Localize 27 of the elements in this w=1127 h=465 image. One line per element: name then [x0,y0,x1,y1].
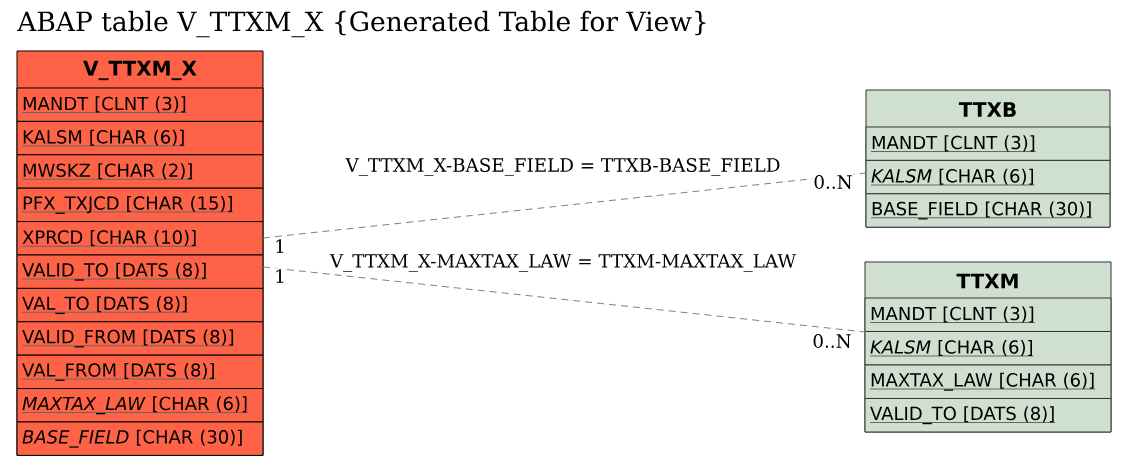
title: ABAP table V_TTXM_X {Generated Table for View} [17,10,706,38]
table-row: BASE_FIELD [CHAR (30)] [865,193,1111,228]
table-row: MANDT [CLNT (3)] [865,126,1111,161]
table-row: MANDT [CLNT (3)] [864,297,1112,332]
cardinality-label: 1 [273,268,287,284]
table-row: KALSM [CHAR (6)] [16,120,264,156]
table-row: VAL_TO [DATS (8)] [16,287,264,323]
table-row: XPRCD [CHAR (10)] [16,221,264,256]
table-row: VALID_TO [DATS (8)] [864,398,1112,433]
table-row: MAXTAX_LAW [CHAR (6)] [16,388,264,423]
edge-label: V_TTXM_X-MAXTAX_LAW = TTXM-MAXTAX_LAW [328,253,798,273]
connector-line [262,172,867,239]
table-row: MAXTAX_LAW [CHAR (6)] [864,364,1112,399]
edge-label: V_TTXM_X-BASE_FIELD = TTXB-BASE_FIELD [344,157,782,177]
table-row: MANDT [CLNT (3)] [16,87,264,122]
cardinality-label: 1 [273,238,287,254]
table-row: VALID_TO [DATS (8)] [16,254,264,289]
cardinality-label: 0..N [811,333,853,349]
table-row: BASE_FIELD [CHAR (30)] [16,421,264,456]
table-row: VAL_FROM [DATS (8)] [16,354,264,390]
table-row: VALID_FROM [DATS (8)] [16,321,264,356]
connector-line [262,266,866,333]
table-row: KALSM [CHAR (6)] [864,331,1112,366]
table-row: KALSM [CHAR (6)] [865,159,1111,195]
cardinality-label: 0..N [812,174,854,190]
table-row: PFX_TXJCD [CHAR (15)] [16,187,264,223]
table-row: MWSKZ [CHAR (2)] [16,154,264,189]
